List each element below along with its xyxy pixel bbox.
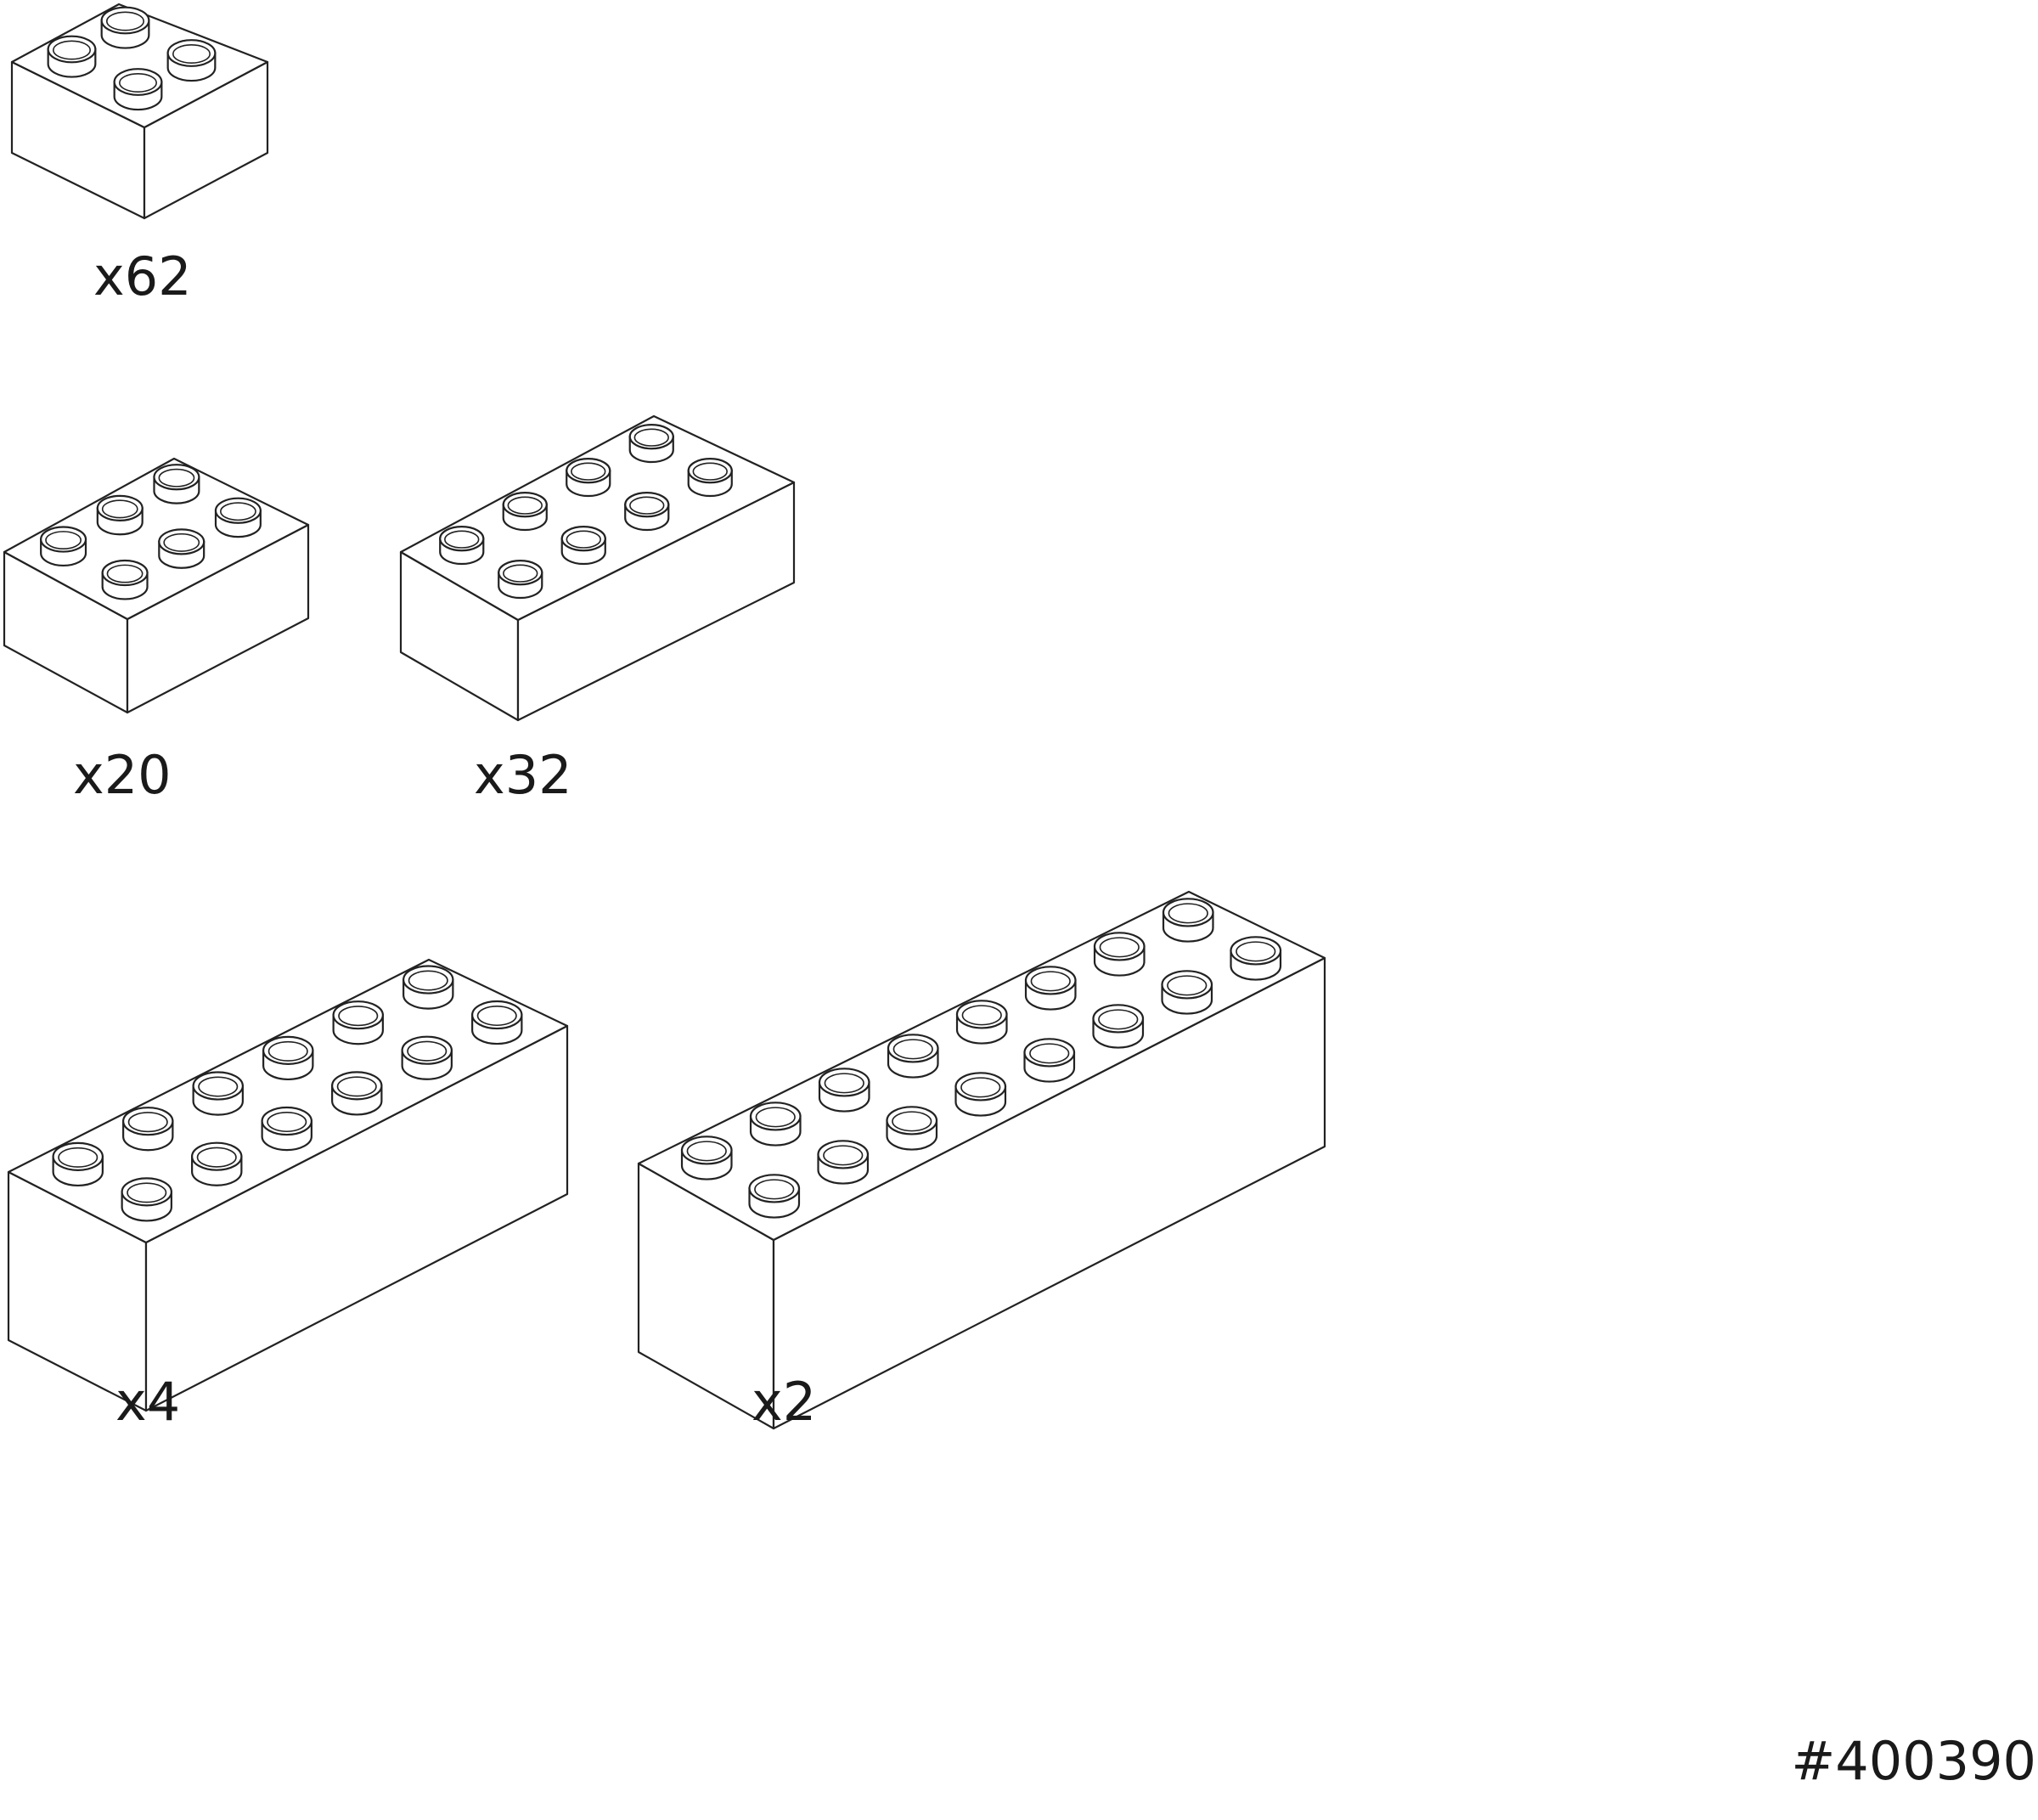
stud [331,1071,383,1116]
stud [887,1034,939,1079]
stud [687,458,733,498]
stud [100,6,150,49]
stud [166,39,217,82]
stud [1093,932,1146,977]
brick-top-face [7,958,569,1244]
stud [332,1000,384,1045]
stud [1092,1004,1145,1049]
stud [47,35,97,78]
quantity-label-2x3: x20 [73,744,172,806]
stud [886,1106,938,1151]
quantity-label-2x8: x2 [752,1371,817,1433]
stud [40,526,87,566]
stud [954,1072,1007,1117]
brick-2x3 [3,457,310,714]
brick-2x8 [637,890,1326,1430]
stud [817,1140,870,1185]
quantity-label-2x4: x32 [474,744,572,806]
brick-top-face [10,3,269,129]
stud [749,1102,802,1147]
stud [101,559,149,600]
stud [560,526,606,566]
stud [1023,1038,1076,1083]
stud [502,492,548,532]
stud [401,1035,453,1080]
stud [121,1177,172,1222]
stud [191,1141,243,1186]
stud [955,1000,1008,1045]
stud [52,1141,104,1186]
stud [153,464,200,504]
stud [1162,898,1214,943]
stud [1161,970,1213,1015]
brick-2x6 [7,958,569,1412]
stud [261,1106,312,1152]
stud [262,1035,314,1080]
stud [113,68,163,111]
stud [439,526,485,566]
stud [403,965,454,1010]
stud [566,458,611,498]
stud [471,1000,523,1045]
brick-2x4 [399,414,796,722]
quantity-label-2x6: x4 [115,1371,181,1433]
part-number: #400390 [1791,1730,2036,1792]
stud [1024,966,1077,1011]
brick-top-face [637,890,1326,1242]
stud [628,424,674,464]
stud [158,528,205,569]
stud [214,497,262,538]
stud [624,492,670,532]
stud [818,1068,870,1113]
stud [748,1174,801,1219]
stud [192,1071,244,1116]
brick-2x2 [10,3,269,220]
quantity-label-2x2: x62 [93,245,192,307]
stud [680,1135,733,1180]
stud [122,1107,174,1152]
stud [1230,936,1282,981]
stud [96,494,144,536]
stud [498,560,543,600]
